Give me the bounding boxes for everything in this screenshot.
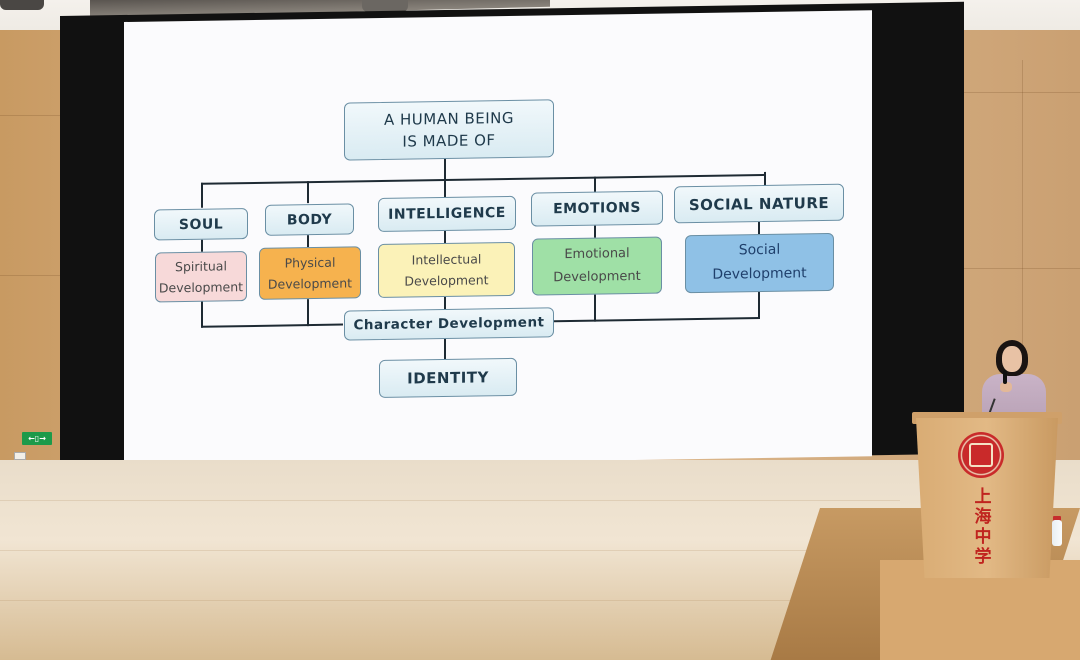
connector-line bbox=[594, 225, 596, 238]
microphone-icon bbox=[1003, 370, 1007, 384]
connector-line bbox=[201, 173, 766, 185]
water-bottle-cap bbox=[1053, 516, 1061, 522]
podium-char: 海 bbox=[974, 507, 992, 527]
category-intelligence: INTELLIGENCE bbox=[378, 195, 516, 233]
character-development-box: Character Development bbox=[344, 307, 554, 341]
podium-char: 中 bbox=[974, 527, 992, 547]
water-bottle bbox=[1052, 520, 1062, 546]
connector-line bbox=[307, 299, 309, 327]
podium-char: 上 bbox=[974, 487, 992, 507]
physical-development-box: Physical Development bbox=[259, 246, 361, 300]
category-social-nature: SOCIAL NATURE bbox=[674, 183, 844, 224]
category-soul: SOUL bbox=[154, 208, 248, 241]
identity-box: IDENTITY bbox=[379, 357, 517, 398]
school-emblem-inner bbox=[969, 443, 993, 467]
connector-line bbox=[444, 336, 446, 359]
floor-plank-line bbox=[0, 550, 860, 551]
connector-line bbox=[444, 157, 446, 180]
category-body: BODY bbox=[265, 203, 354, 236]
wall-panel-seam bbox=[0, 115, 60, 116]
social-development-box: Social Development bbox=[685, 232, 834, 294]
connector-line bbox=[444, 178, 446, 197]
connector-line bbox=[201, 323, 343, 328]
wall-panel-seam bbox=[964, 92, 1080, 93]
connector-line bbox=[307, 235, 309, 248]
connector-line bbox=[554, 317, 760, 323]
exit-sign: ←▯→ bbox=[22, 432, 52, 445]
ceiling-light-fixture bbox=[362, 0, 408, 12]
connector-line bbox=[201, 239, 203, 252]
projection-screen: A HUMAN BEING IS MADE OF SOUL BODY INTEL… bbox=[124, 10, 872, 468]
wall-outlet bbox=[14, 452, 26, 460]
wall-panel-seam bbox=[0, 275, 60, 276]
floor-plank-line bbox=[0, 600, 820, 601]
ceiling-light-fixture bbox=[0, 0, 44, 10]
connector-line bbox=[764, 171, 766, 186]
speaker-face bbox=[1002, 346, 1022, 372]
connector-line bbox=[201, 300, 203, 328]
connector-line bbox=[444, 230, 446, 243]
emotional-development-box: Emotional Development bbox=[532, 236, 662, 296]
diagram-root-box: A HUMAN BEING IS MADE OF bbox=[344, 99, 554, 161]
connector-line bbox=[444, 296, 446, 309]
podium-char: 学 bbox=[974, 547, 992, 567]
wall-panel-seam bbox=[1022, 60, 1023, 460]
connector-line bbox=[201, 182, 203, 208]
spiritual-development-box: Spiritual Development bbox=[155, 251, 247, 303]
wall-panel-seam bbox=[964, 268, 1080, 269]
connector-line bbox=[594, 294, 596, 322]
category-emotions: EMOTIONS bbox=[531, 190, 663, 227]
connector-line bbox=[594, 176, 596, 193]
speaker-hand bbox=[1000, 382, 1012, 392]
intellectual-development-box: Intellectual Development bbox=[378, 241, 515, 299]
floor-plank-line bbox=[0, 500, 900, 501]
connector-line bbox=[758, 222, 760, 235]
connector-line bbox=[307, 181, 309, 204]
connector-line bbox=[758, 292, 760, 320]
school-emblem-icon bbox=[958, 432, 1004, 478]
